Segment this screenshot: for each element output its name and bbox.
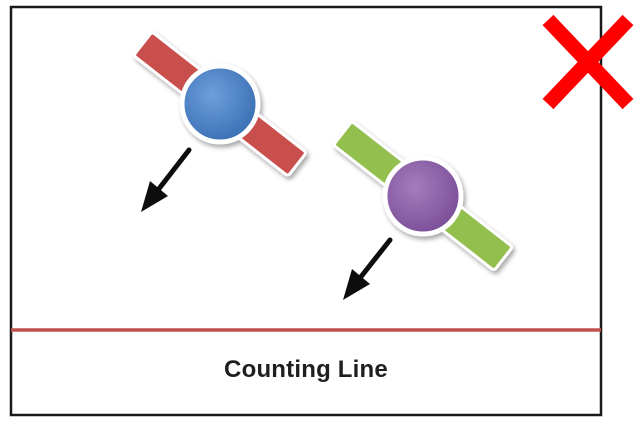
frame-border	[9, 5, 603, 417]
purple-disc	[382, 155, 464, 237]
cross-icon	[542, 14, 634, 110]
counting-line-label: Counting Line	[224, 356, 388, 383]
green-purple-marker	[333, 121, 513, 271]
blue-disc	[179, 63, 261, 145]
arrow-down-left-icon	[141, 147, 192, 212]
red-blue-marker	[133, 31, 307, 177]
arrow-down-left-icon	[343, 237, 393, 300]
